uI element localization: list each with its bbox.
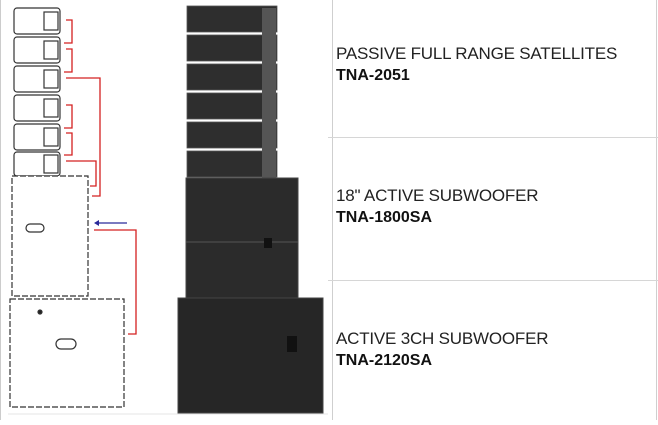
product-label: 18" ACTIVE SUBWOOFER (336, 186, 539, 205)
sub-2120-diagram (9, 298, 125, 408)
satellite-diagram-stack (13, 7, 61, 177)
product-label: ACTIVE 3CH SUBWOOFER (336, 329, 549, 348)
wiring-diagram-and-photo (8, 5, 328, 415)
product-model: TNA-2051 (336, 67, 410, 84)
sub-1800-diagram (11, 175, 89, 297)
row-divider (328, 137, 658, 138)
product-model: TNA-1800SA (336, 209, 433, 226)
sub-1800-photo (185, 177, 299, 309)
product-row-satellites: PASSIVE FULL RANGE SATELLITES TNA-2051 (336, 44, 617, 85)
row-divider (328, 280, 658, 281)
table-border (656, 0, 657, 420)
table-divider (332, 0, 333, 420)
product-row-sub-1800: 18" ACTIVE SUBWOOFER TNA-1800SA (336, 186, 539, 227)
sub-2120-photo (177, 297, 324, 414)
product-row-sub-2120: ACTIVE 3CH SUBWOOFER TNA-2120SA (336, 329, 549, 370)
product-photo-stack (177, 5, 324, 414)
product-label: PASSIVE FULL RANGE SATELLITES (336, 44, 618, 63)
wiring-diagram (9, 7, 125, 408)
wiring-lines (64, 19, 137, 335)
product-model: TNA-2120SA (336, 352, 433, 369)
left-border (0, 0, 1, 420)
system-illustration (0, 0, 330, 420)
